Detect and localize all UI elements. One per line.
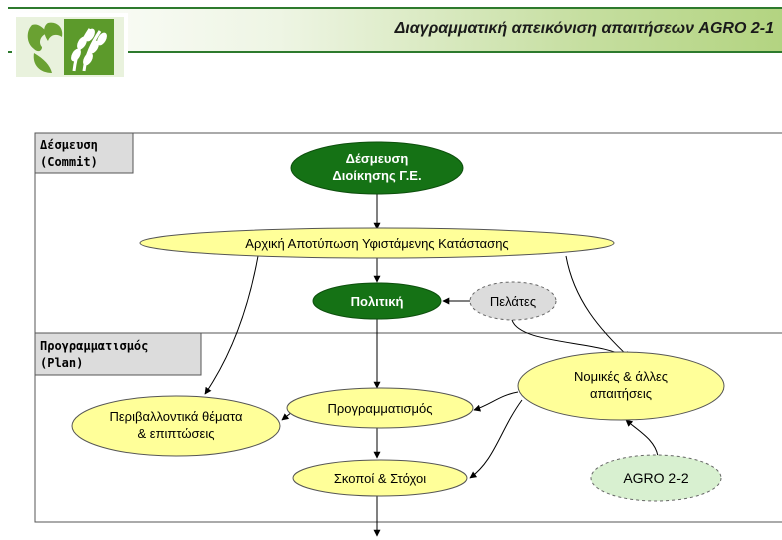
policy-node <box>312 282 442 320</box>
management-commitment-node <box>290 141 464 195</box>
customers-node <box>469 281 557 321</box>
page-title: Διαγραμματική απεικόνιση απαιτήσεων AGRO… <box>394 20 774 37</box>
management-commitment-line1: Δέσμευση <box>346 151 409 166</box>
management-commitment-line2: Διοίκησης Γ.Ε. <box>332 168 421 183</box>
objectives-node <box>292 459 468 497</box>
customers-label: Πελάτες <box>490 294 536 309</box>
arrow-review-to-environmental <box>204 255 259 395</box>
legal-requirements-node <box>517 351 725 421</box>
planning-node <box>286 387 474 429</box>
agro-logo <box>12 13 128 81</box>
commit-label-box <box>34 132 134 174</box>
environmental-aspects-node <box>71 395 281 457</box>
legal-requirements-line2: απαιτήσεις <box>590 386 652 401</box>
agro22-node <box>590 454 722 502</box>
initial-review-label: Αρχική Αποτύπωση Υφιστάμενης Κατάστασης <box>245 236 508 251</box>
plan-label-box <box>34 332 202 376</box>
initial-review-node <box>139 227 615 259</box>
objectives-label: Σκοποί & Στόχοι <box>334 471 426 486</box>
commit-label-line2: (Commit) <box>40 155 98 169</box>
plan-section <box>34 332 782 523</box>
environmental-aspects-line2: & επιπτώσεις <box>138 426 215 441</box>
arrow-review-to-legal <box>565 255 631 359</box>
header-bar <box>8 7 782 53</box>
agro22-label: AGRO 2-2 <box>623 470 689 486</box>
plan-label-line2: (Plan) <box>40 356 83 370</box>
legal-requirements-line1: Νομικές & άλλες <box>574 369 668 384</box>
commit-label-line1: Δέσμευση <box>40 138 98 152</box>
plan-label-line1: Προγραμματισμός <box>40 339 148 353</box>
arrow-legal-to-objectives <box>469 399 523 479</box>
environmental-aspects-line1: Περιβαλλοντικά θέματα <box>110 409 243 424</box>
arrow-agro22-to-legal <box>625 419 659 457</box>
arrow-legal-to-planning <box>473 391 519 412</box>
planning-label: Προγραμματισμός <box>328 401 433 416</box>
policy-label: Πολιτική <box>351 294 404 309</box>
